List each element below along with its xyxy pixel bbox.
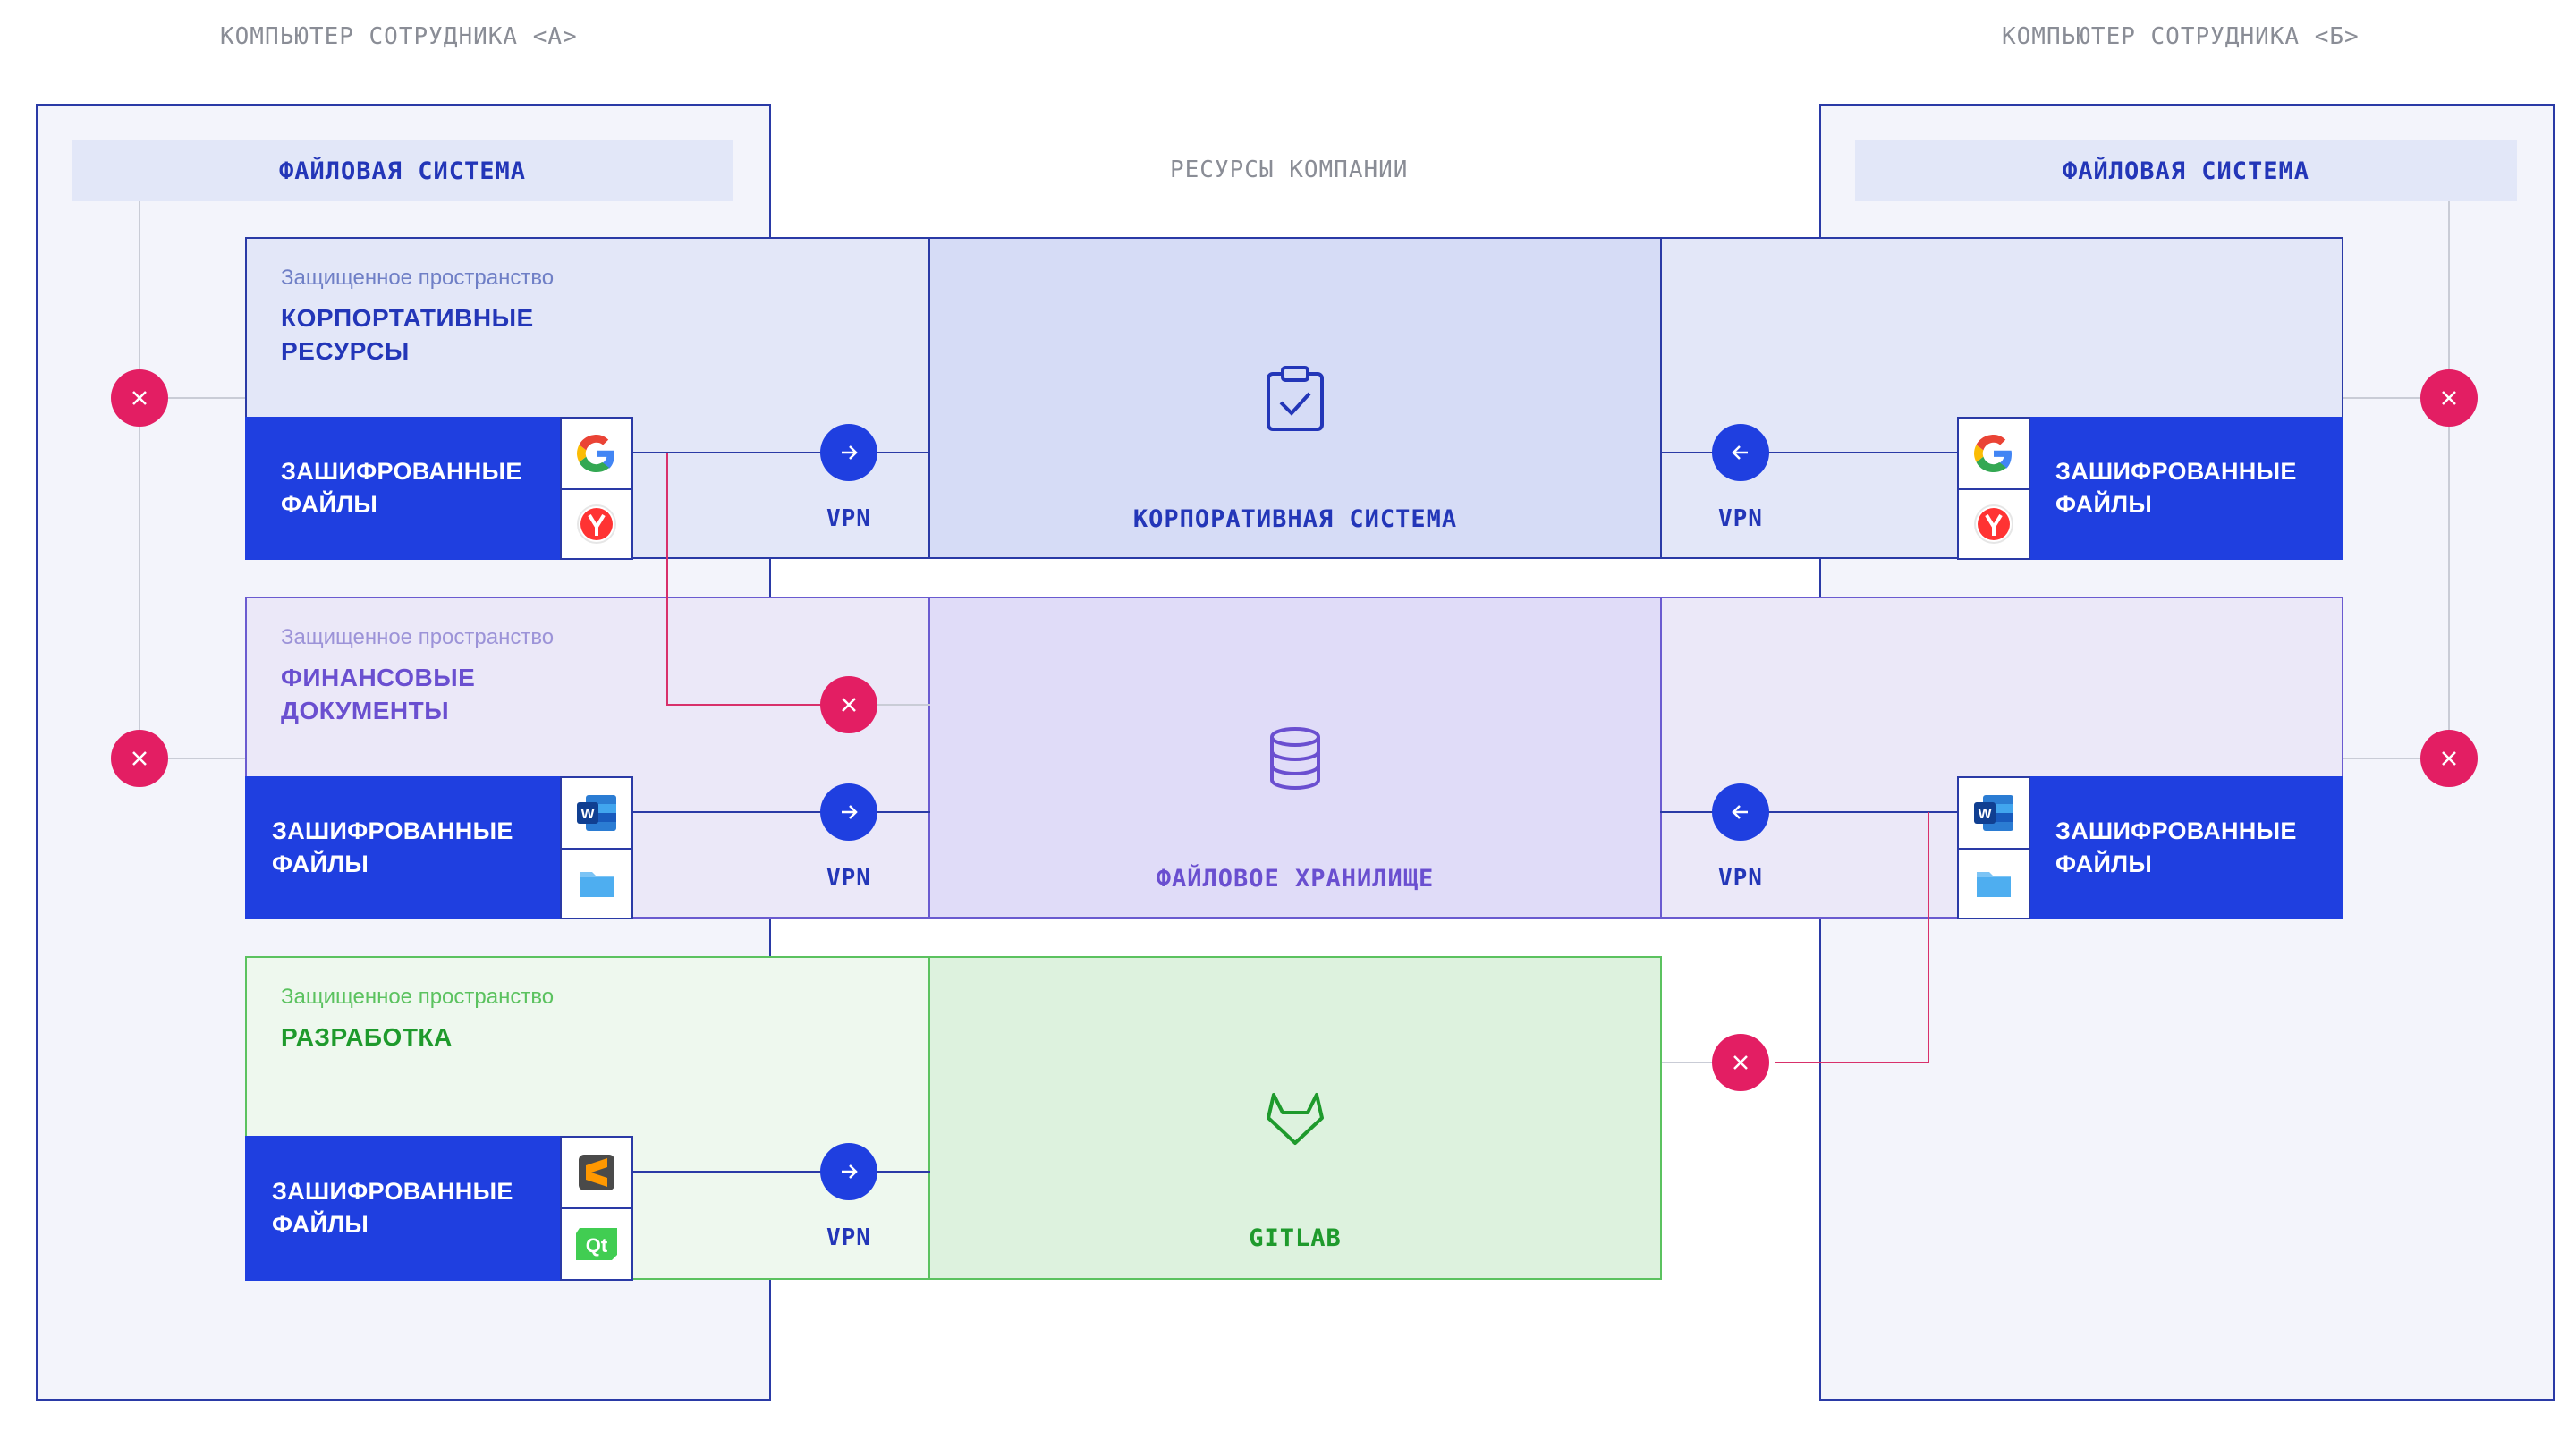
file-system-right: ФАЙЛОВАЯ СИСТЕМА [1855,140,2517,201]
corp-encrypted-files-right: ЗАШИФРОВАННЫЕ ФАЙЛЫ [2029,417,2343,560]
sublime-text-icon[interactable] [560,1136,633,1209]
corp-encrypted-files-left: ЗАШИФРОВАННЫЕ ФАЙЛЫ [245,417,562,560]
close-icon [842,698,856,712]
arrow-left-icon [1732,445,1748,460]
dev-system [928,956,1662,1280]
vpn-arrow-right-icon[interactable] [820,424,877,481]
corp-title-line1: КОРПОРТАТИВНЫЕ [281,304,534,332]
corp-space-label: Защищенное пространство [281,266,555,290]
arrow-right-icon [842,445,858,460]
google-icon-svg [577,435,614,472]
enc-line2: ФАЙЛЫ [2055,851,2153,877]
word-letter: W [1978,807,1992,822]
block-icon [2420,369,2478,427]
word-icon-svg: W [1974,795,2013,831]
corp-system [928,237,1662,559]
qt-icon[interactable]: Qt [560,1207,633,1281]
ms-word-icon[interactable]: W [560,776,633,850]
yandex-browser-icon[interactable] [560,488,633,560]
finance-title-line1: ФИНАНСОВЫЕ [281,664,476,691]
file-storage-label: ФАЙЛОВОЕ ХРАНИЛИЩЕ [1156,865,1435,893]
enc-line1: ЗАШИФРОВАННЫЕ [272,1178,513,1205]
enc-line2: ФАЙЛЫ [281,491,378,518]
vpn-label: VPN [1718,865,1763,892]
word-icon-svg: W [577,795,616,831]
company-resources-header: РЕСУРСЫ КОМПАНИИ [1170,157,1409,183]
folder-icon[interactable] [1957,848,2030,919]
file-system-left-label: ФАЙЛОВАЯ СИСТЕМА [278,157,527,185]
word-letter: W [580,807,595,822]
folder-icon-svg [1977,872,2011,897]
clipboard-check-icon [1267,366,1324,431]
folder-icon[interactable] [560,848,633,919]
vpn-arrow-right-icon[interactable] [820,783,877,841]
yandex-icon-svg [1974,504,2013,544]
block-icon [111,730,168,787]
block-icon [2420,730,2478,787]
arrow-left-icon [1732,805,1748,819]
vpn-label: VPN [826,505,871,532]
close-icon [132,391,147,405]
enc-line1: ЗАШИФРОВАННЫЕ [281,458,522,485]
corp-title-line2: РЕСУРСЫ [281,337,410,365]
finance-space-label: Защищенное пространство [281,625,555,649]
vpn-label: VPN [1718,505,1763,532]
ms-word-icon[interactable]: W [1957,776,2030,850]
block-icon [1712,1034,1769,1091]
computer-b-header: КОМПЬЮТЕР СОТРУДНИКА <Б> [2002,23,2360,50]
vpn-label: VPN [826,865,871,892]
google-icon[interactable] [560,417,633,490]
enc-line2: ФАЙЛЫ [2055,491,2153,518]
finance-space-title: ФИНАНСОВЫЕ ДОКУМЕНТЫ [281,661,475,727]
dev-space-label: Защищенное пространство [281,985,555,1009]
arrow-right-icon [842,1164,858,1179]
dev-space-title: РАЗРАБОТКА [281,1020,453,1054]
close-icon [2442,751,2456,766]
finance-title-line2: ДОКУМЕНТЫ [281,697,450,724]
gitlab-label: GITLAB [1249,1224,1342,1252]
close-icon [132,751,147,766]
close-icon [2442,391,2456,405]
enc-line1: ЗАШИФРОВАННЫЕ [2055,817,2297,844]
arrow-right-icon [842,805,858,819]
vpn-arrow-right-icon[interactable] [820,1143,877,1200]
finance-encrypted-files-right: ЗАШИФРОВАННЫЕ ФАЙЛЫ [2029,776,2343,919]
block-icon [111,369,168,427]
block-icon [820,676,877,733]
vpn-arrow-left-icon[interactable] [1712,424,1769,481]
file-system-left: ФАЙЛОВАЯ СИСТЕМА [72,140,733,201]
close-icon [1733,1055,1748,1070]
enc-line2: ФАЙЛЫ [272,851,369,877]
file-system-right-label: ФАЙЛОВАЯ СИСТЕМА [2062,157,2310,185]
sublime-icon-svg [579,1155,614,1190]
enc-line1: ЗАШИФРОВАННЫЕ [272,817,513,844]
vpn-arrow-left-icon[interactable] [1712,783,1769,841]
corp-space-title: КОРПОРТАТИВНЫЕ РЕСУРСЫ [281,301,534,368]
qt-text: Qt [586,1234,608,1257]
enc-line2: ФАЙЛЫ [272,1211,369,1238]
finance-encrypted-files-left: ЗАШИФРОВАННЫЕ ФАЙЛЫ [245,776,562,919]
database-icon [1270,727,1320,791]
google-icon-svg [1974,435,2012,472]
vpn-label: VPN [826,1224,871,1251]
yandex-icon-svg [577,504,616,544]
dev-title-line1: РАЗРАБОТКА [281,1023,453,1051]
dev-encrypted-files-left: ЗАШИФРОВАННЫЕ ФАЙЛЫ [245,1136,562,1281]
computer-a-header: КОМПЬЮТЕР СОТРУДНИКА <A> [220,23,578,50]
corp-system-label: КОРПОРАТИВНАЯ СИСТЕМА [1132,505,1458,533]
gitlab-icon [1267,1093,1324,1145]
qt-icon-svg: Qt [576,1228,617,1260]
folder-icon-svg [580,872,614,897]
yandex-browser-icon[interactable] [1957,488,2030,560]
enc-line1: ЗАШИФРОВАННЫЕ [2055,458,2297,485]
